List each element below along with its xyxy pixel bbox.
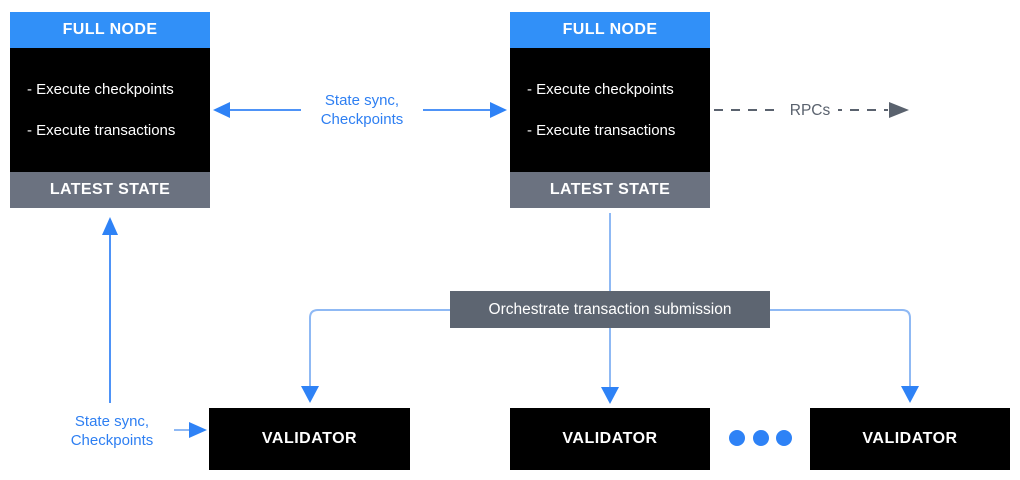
full-node-right-body: - Execute checkpoints - Execute transact… [510, 48, 710, 172]
state-sync-bottom-label-line1: State sync, [74, 413, 150, 430]
middle-down-arrowhead-icon [601, 387, 619, 404]
ellipsis-dots-icon [729, 430, 792, 446]
validator-label: VALIDATOR [862, 430, 958, 447]
ellipsis-dot [776, 430, 792, 446]
full-node-left-title: FULL NODE [10, 12, 210, 48]
full-node-right: FULL NODE - Execute checkpoints - Execut… [510, 12, 710, 208]
full-node-right-state-bar: LATEST STATE [510, 172, 710, 208]
right-down-arrowhead-icon [901, 386, 919, 403]
rpcs-label: RPCs [782, 100, 838, 121]
state-sync-top-label: State sync, Checkpoints [301, 91, 423, 129]
validator-label: VALIDATOR [261, 430, 358, 447]
state-sync-bottom-label-line2: Checkpoints [70, 432, 154, 449]
full-node-right-item: - Execute transactions [527, 122, 676, 139]
full-node-left-body: - Execute checkpoints - Execute transact… [10, 48, 210, 172]
full-node-left-state-bar: LATEST STATE [10, 172, 210, 208]
up-arrowhead-icon [102, 217, 118, 235]
orchestrate-right-elbow-line [770, 309, 911, 387]
right-arrowhead-icon [189, 422, 207, 438]
double-arrow-right-arrowhead-icon [490, 102, 507, 118]
full-node-left-item: - Execute checkpoints [27, 81, 174, 98]
state-sync-top-label-line2: Checkpoints [320, 111, 404, 128]
orchestrator-box: Orchestrate transaction submission [450, 291, 770, 328]
full-node-left: FULL NODE - Execute checkpoints - Execut… [10, 12, 210, 208]
full-node-right-title: FULL NODE [510, 12, 710, 48]
orchestrator-label: Orchestrate transaction submission [488, 300, 732, 318]
full-node-left-item: - Execute transactions [27, 122, 176, 139]
state-sync-bottom-label: State sync, Checkpoints [50, 412, 174, 450]
validator-box-2: VALIDATOR [510, 408, 710, 470]
orchestrate-left-elbow-line [309, 309, 450, 387]
ellipsis-dot [753, 430, 769, 446]
rpcs-arrowhead-icon [889, 102, 909, 118]
double-arrow-left-arrowhead-icon [213, 102, 230, 118]
ellipsis-dot [729, 430, 745, 446]
full-node-right-item: - Execute checkpoints [527, 81, 674, 98]
validator-label: VALIDATOR [562, 430, 658, 447]
state-sync-top-label-line1: State sync, [324, 92, 400, 109]
validator-box-1: VALIDATOR [209, 408, 410, 470]
validator-box-3: VALIDATOR [810, 408, 1010, 470]
left-down-arrowhead-icon [301, 386, 319, 403]
